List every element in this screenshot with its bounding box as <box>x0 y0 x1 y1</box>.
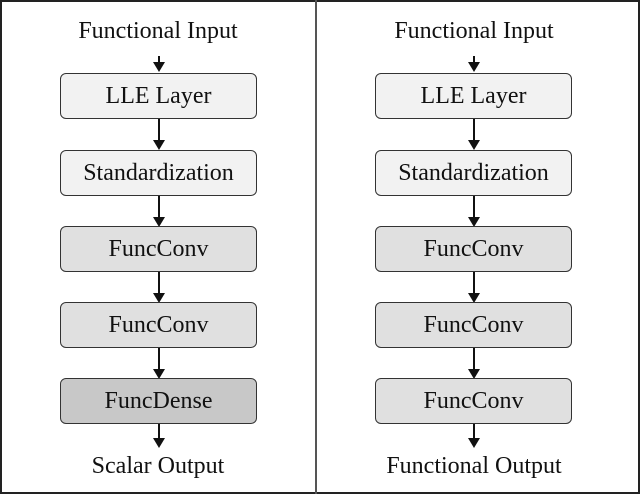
left-input-label: Functional Input <box>78 18 238 44</box>
arrow-down-icon <box>153 424 165 448</box>
arrow-down-icon <box>153 348 165 379</box>
left-box-funcconv-2: FuncConv <box>60 302 257 348</box>
left-box-funcconv-1: FuncConv <box>60 226 257 272</box>
left-box-lle-layer: LLE Layer <box>60 73 257 119</box>
arrow-down-icon <box>468 56 480 72</box>
column-divider <box>315 0 317 494</box>
right-box-funcconv-3: FuncConv <box>375 378 572 424</box>
arrow-down-icon <box>153 56 165 72</box>
arrow-down-icon <box>468 348 480 379</box>
arrow-down-icon <box>468 196 480 227</box>
right-box-standardization: Standardization <box>375 150 572 196</box>
arrow-down-icon <box>468 424 480 448</box>
arrow-down-icon <box>468 119 480 150</box>
right-box-lle-layer: LLE Layer <box>375 73 572 119</box>
right-input-label: Functional Input <box>394 18 554 44</box>
arrow-down-icon <box>468 272 480 303</box>
right-output-label: Functional Output <box>386 453 562 479</box>
left-box-standardization: Standardization <box>60 150 257 196</box>
left-box-funcdense: FuncDense <box>60 378 257 424</box>
right-box-funcconv-2: FuncConv <box>375 302 572 348</box>
left-architecture: Functional Input LLE Layer Standardizati… <box>0 0 316 494</box>
left-output-label: Scalar Output <box>91 453 225 479</box>
right-box-funcconv-1: FuncConv <box>375 226 572 272</box>
arrow-down-icon <box>153 119 165 150</box>
arrow-down-icon <box>153 272 165 303</box>
arrow-down-icon <box>153 196 165 227</box>
right-architecture: Functional Input LLE Layer Standardizati… <box>317 0 636 494</box>
